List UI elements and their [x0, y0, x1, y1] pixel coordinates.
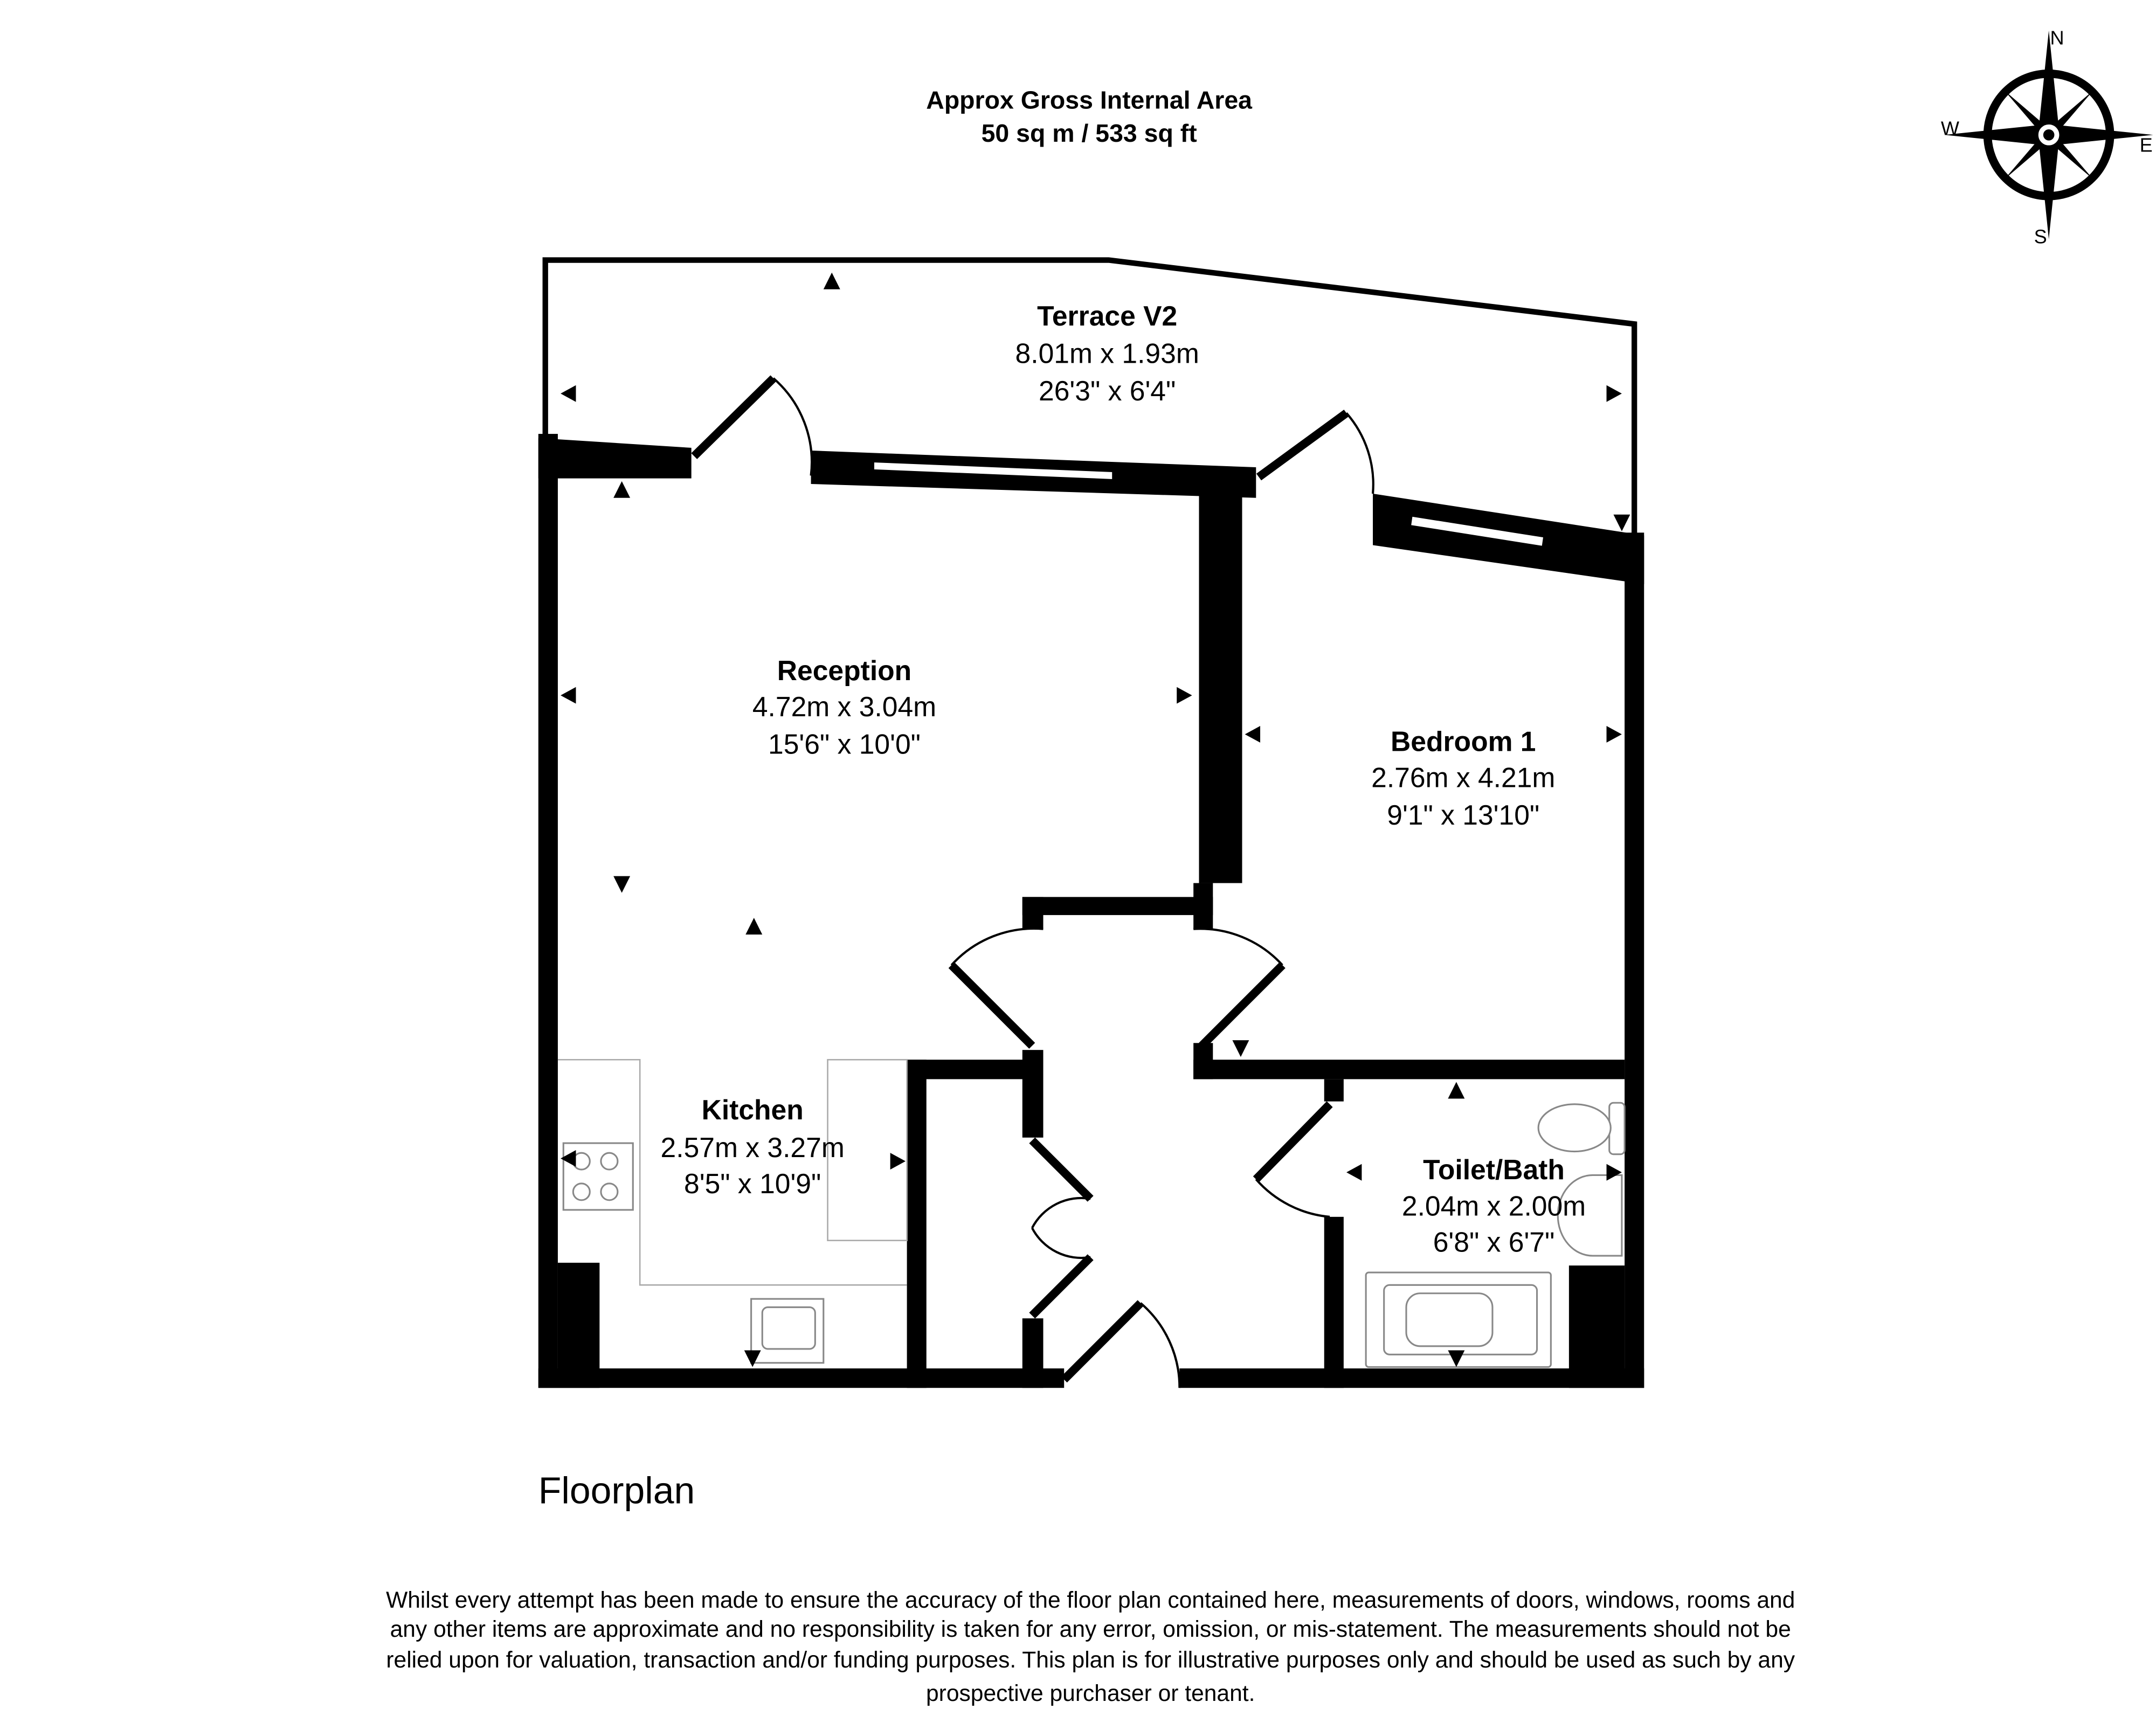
svg-text:Whilst every attempt has been: Whilst every attempt has been made to en…	[386, 1587, 1795, 1613]
compass-n: N	[2050, 27, 2064, 49]
room-label-reception: Reception 4.72m x 3.04m 15'6" x 10'0"	[752, 655, 936, 760]
svg-text:6'8" x 6'7": 6'8" x 6'7"	[1433, 1226, 1555, 1257]
svg-text:Terrace V2: Terrace V2	[1037, 300, 1177, 331]
bath-icon	[1365, 1271, 1552, 1368]
svg-text:8'5" x 10'9": 8'5" x 10'9"	[684, 1168, 821, 1199]
measurement-arrows	[561, 272, 1630, 1367]
basin-icon	[1557, 1174, 1623, 1257]
svg-text:Kitchen: Kitchen	[702, 1094, 804, 1125]
kitchen-units	[557, 1058, 908, 1364]
disclaimer: Whilst every attempt has been made to en…	[386, 1587, 1795, 1706]
svg-text:8.01m x 1.93m: 8.01m x 1.93m	[1015, 337, 1199, 369]
bathroom-fixtures	[1365, 1102, 1626, 1368]
svg-text:4.72m x 3.04m: 4.72m x 3.04m	[752, 691, 936, 722]
svg-text:Bedroom 1: Bedroom 1	[1391, 725, 1536, 757]
window	[1409, 515, 1545, 548]
svg-text:15'6" x 10'0": 15'6" x 10'0"	[768, 729, 921, 760]
svg-text:9'1" x 13'10": 9'1" x 13'10"	[1387, 799, 1539, 831]
compass-rose-icon	[1944, 30, 2153, 239]
floor-label: Floorplan	[538, 1469, 695, 1511]
toilet-icon	[1537, 1102, 1626, 1155]
svg-text:2.76m x 4.21m: 2.76m x 4.21m	[1371, 762, 1555, 793]
sink-icon	[750, 1298, 825, 1364]
compass-s: S	[2034, 226, 2047, 248]
svg-text:Toilet/Bath: Toilet/Bath	[1423, 1154, 1565, 1185]
svg-text:2.57m x 3.27m: 2.57m x 3.27m	[661, 1132, 845, 1163]
walls	[538, 434, 1644, 1388]
room-label-bedroom-1: Bedroom 1 2.76m x 4.21m 9'1" x 13'10"	[1371, 725, 1555, 831]
svg-text:relied upon for valuation, tra: relied upon for valuation, transaction a…	[386, 1647, 1795, 1673]
room-label-toilet-bath: Toilet/Bath 2.04m x 2.00m 6'8" x 6'7"	[1402, 1154, 1586, 1257]
room-label-kitchen: Kitchen 2.57m x 3.27m 8'5" x 10'9"	[661, 1094, 845, 1199]
compass-w: W	[1941, 117, 1959, 139]
terrace-outline	[542, 257, 1637, 536]
svg-text:2.04m x 2.00m: 2.04m x 2.00m	[1402, 1190, 1586, 1221]
svg-text:prospective purchaser or tenan: prospective purchaser or tenant.	[926, 1680, 1255, 1706]
area-value: 50 sq m / 533 sq ft	[982, 119, 1197, 147]
svg-text:26'3" x 6'4": 26'3" x 6'4"	[1039, 375, 1176, 406]
svg-text:Reception: Reception	[777, 655, 911, 686]
area-title: Approx Gross Internal Area	[926, 86, 1253, 114]
svg-text:any other items are approximat: any other items are approximate and no r…	[390, 1616, 1791, 1642]
compass-e: E	[2140, 134, 2153, 156]
doors	[691, 375, 1374, 1388]
window	[873, 461, 1114, 481]
room-label-terrace: Terrace V2 8.01m x 1.93m 26'3" x 6'4"	[1015, 300, 1199, 406]
